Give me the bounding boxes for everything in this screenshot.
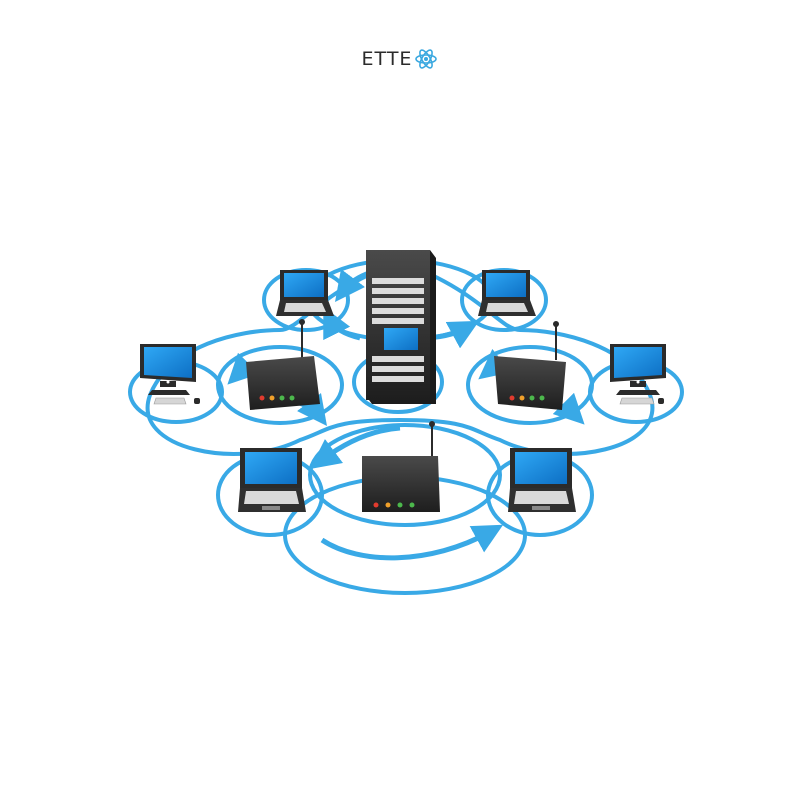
brand-logo: ETTE: [0, 44, 800, 74]
router-right-ring: [466, 345, 594, 425]
laptop-icon-top-right: [478, 270, 536, 316]
router-leds: [509, 395, 545, 401]
keyboard-icon: [153, 397, 187, 405]
mouse-icon: [658, 398, 664, 404]
outer-network-ring: [145, 259, 655, 456]
mouse-icon: [194, 398, 200, 404]
circular-arrow-icon: [323, 306, 361, 341]
laptop-icon-top-left: [276, 270, 334, 316]
center-bottom-ring: [308, 423, 502, 527]
logo-text: ETTE: [361, 48, 413, 70]
laptop-icon-bottom-left: [238, 448, 306, 512]
circular-arrow-icon: [309, 425, 401, 469]
desktop-monitor-icon-right: [610, 344, 666, 405]
router-icon-left: [246, 319, 320, 410]
router-icon-right: [494, 321, 566, 410]
router-leds: [373, 502, 415, 508]
server-rack-icon: [366, 250, 436, 404]
router-icon-center: [362, 421, 440, 512]
desktop-monitor-icon-left: [140, 344, 200, 405]
keyboard-icon: [619, 397, 655, 405]
atom-logo-icon: [415, 49, 438, 69]
circular-arrow-icon: [320, 524, 504, 561]
router-left-ring: [216, 345, 344, 425]
laptop-icon-bottom-right: [508, 448, 576, 512]
router-leds: [259, 395, 295, 401]
